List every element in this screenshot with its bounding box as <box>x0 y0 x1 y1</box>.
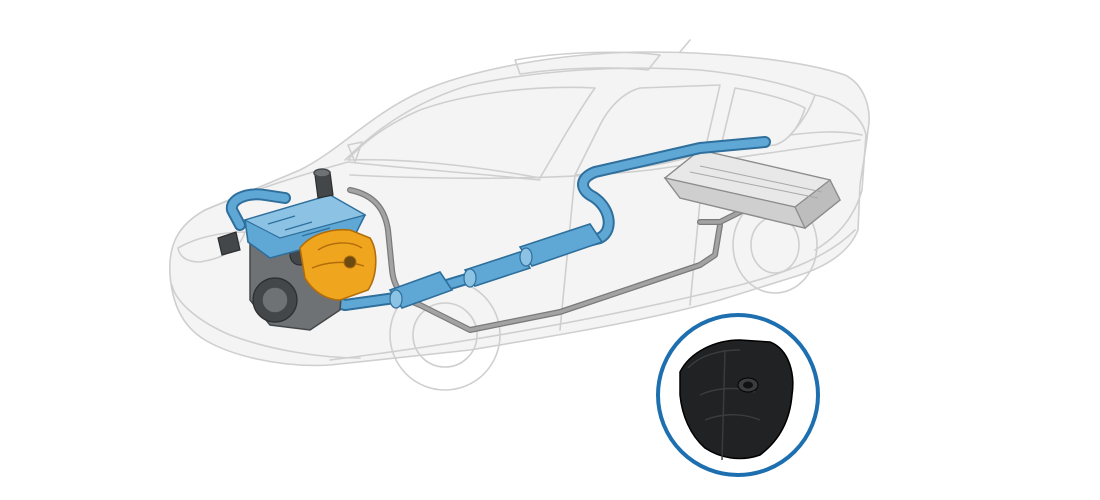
front-wheel-hub <box>412 302 478 368</box>
heat-shield-icon <box>299 228 377 301</box>
rear-end <box>814 94 867 251</box>
trunk-line <box>789 131 863 136</box>
beltline <box>349 139 861 180</box>
exhaust-heat-shield-part-icon <box>679 339 794 461</box>
antenna <box>679 39 691 53</box>
rear-door-window <box>719 87 806 151</box>
catalytic-converter <box>388 223 604 309</box>
part-inset <box>656 313 820 477</box>
sunroof <box>514 51 661 75</box>
fuel-line <box>347 187 743 333</box>
front-bumper <box>171 284 361 359</box>
windshield <box>347 86 596 179</box>
mirror <box>347 141 363 163</box>
